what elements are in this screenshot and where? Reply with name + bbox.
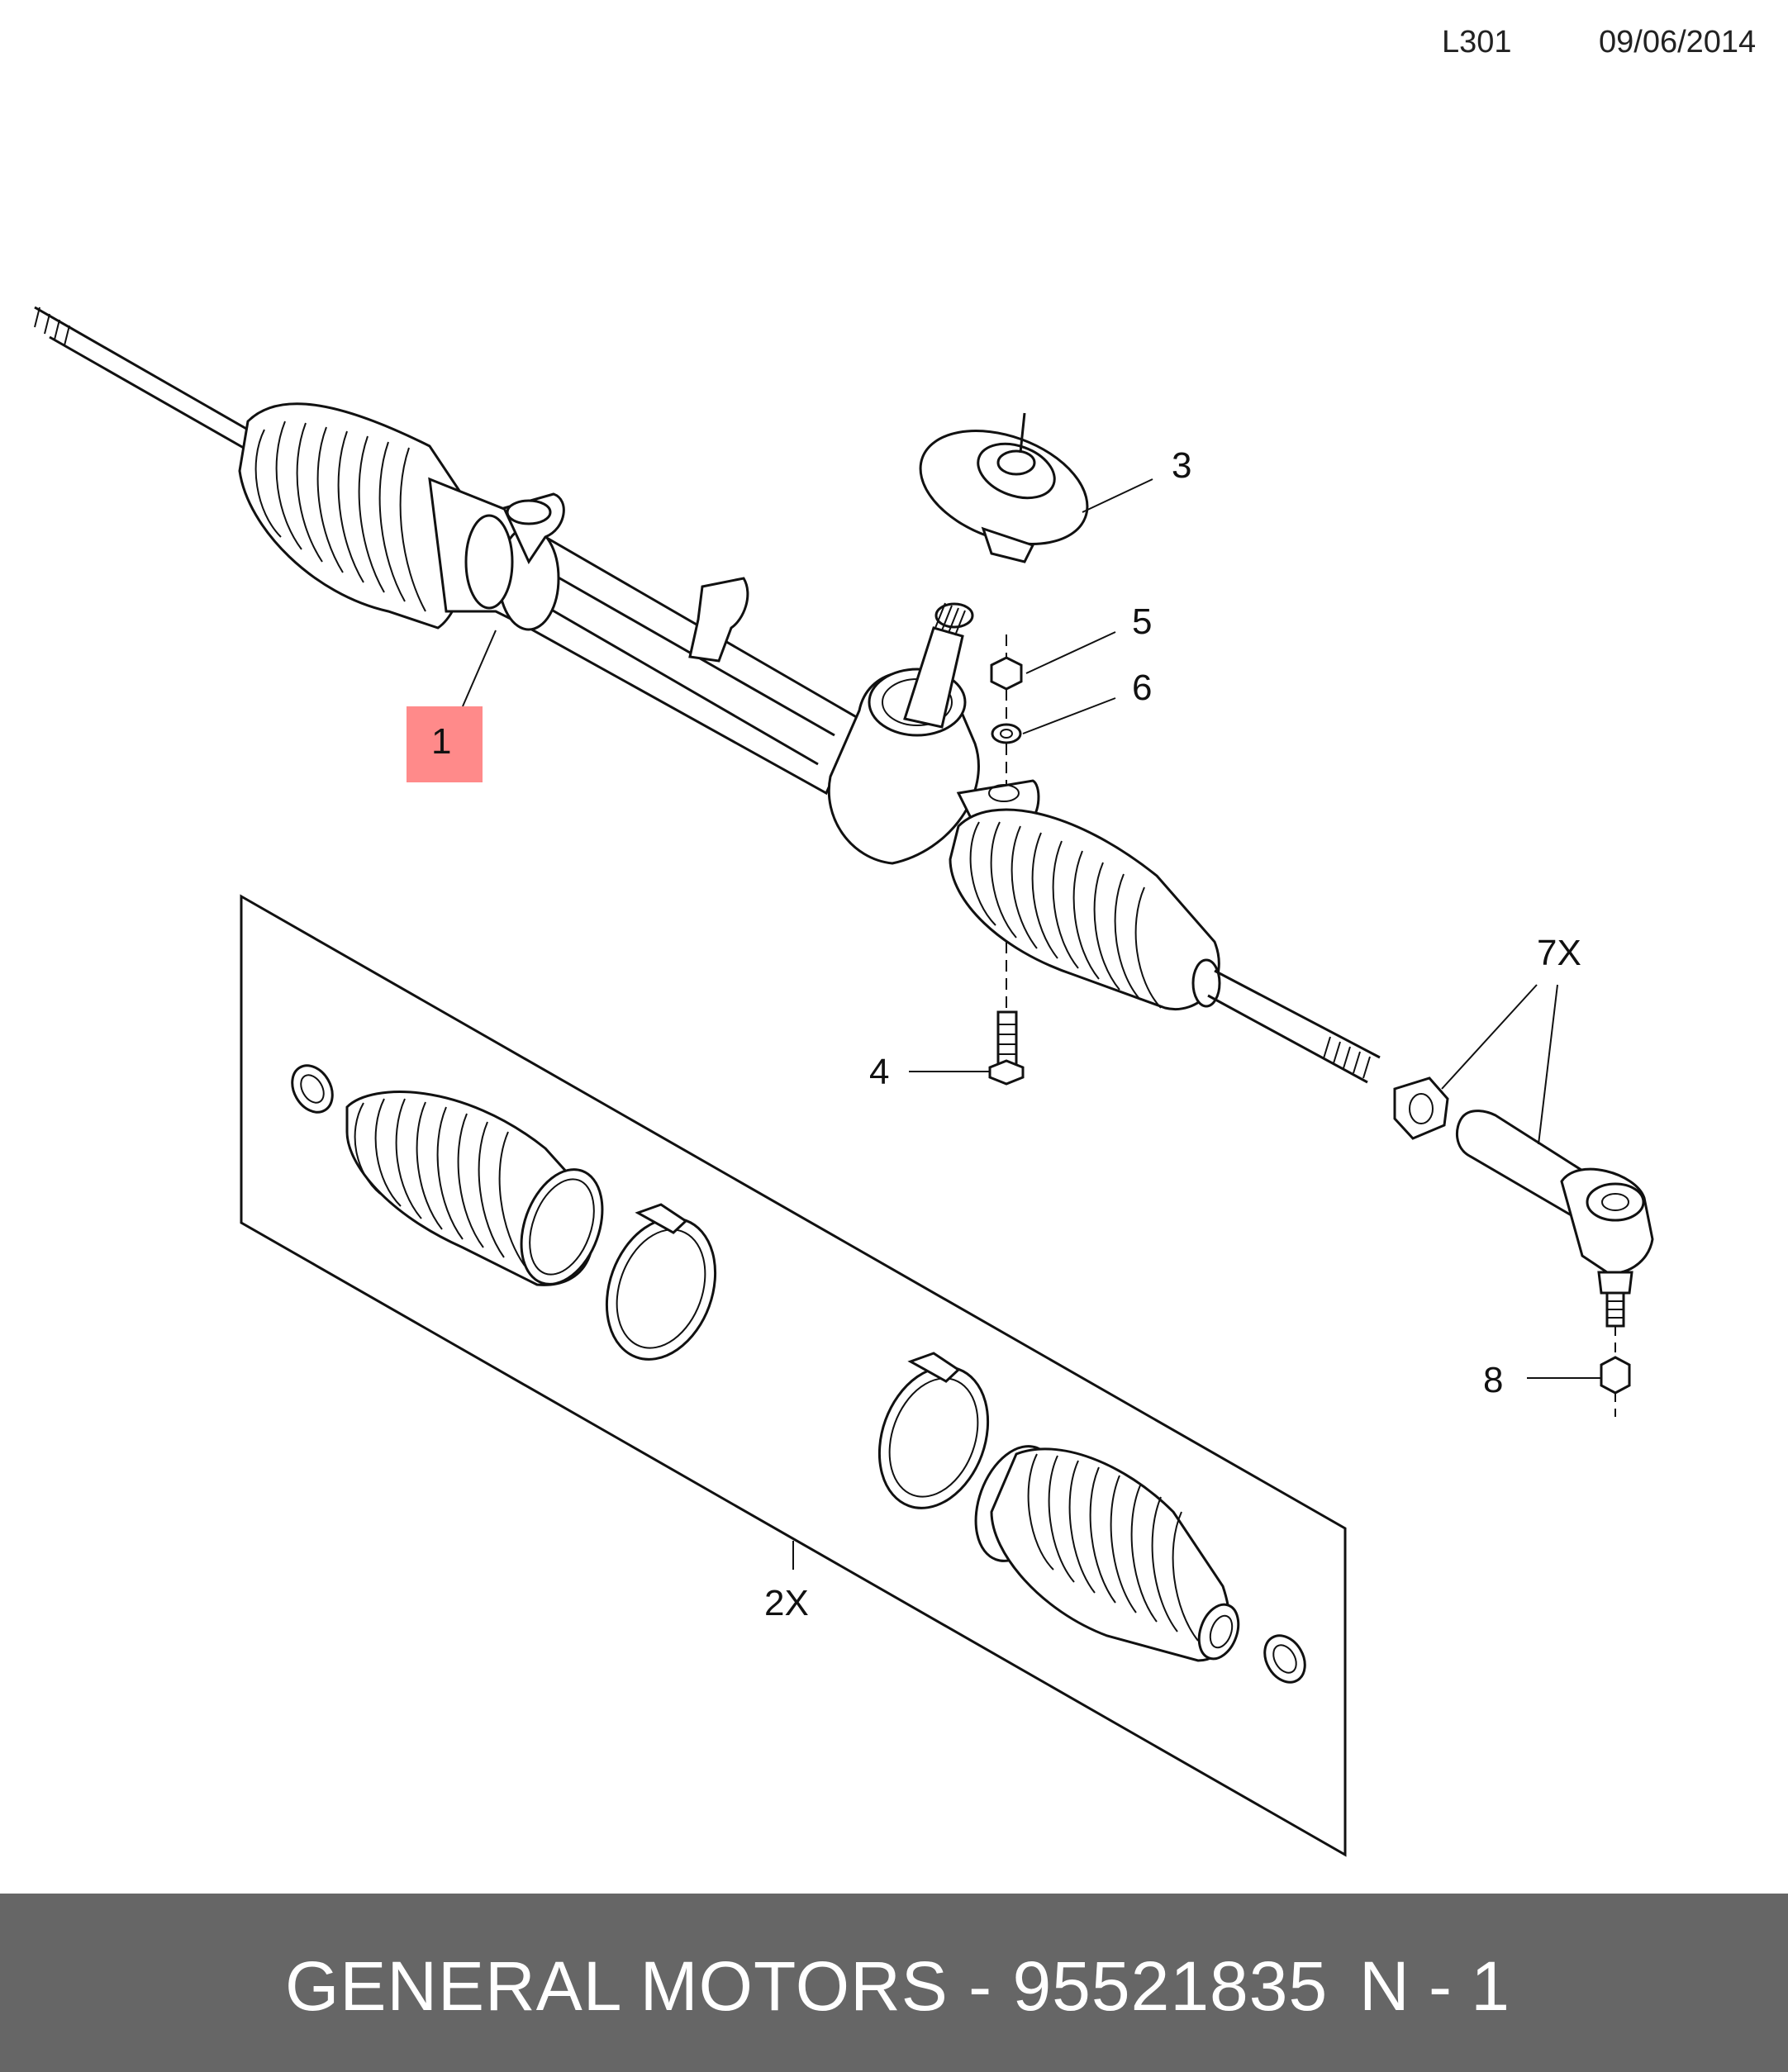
nut-and-washer <box>990 634 1023 785</box>
callout-3: 3 <box>1172 445 1191 486</box>
diagram-code: L301 <box>1442 25 1512 59</box>
brand-part-number: GENERAL MOTORS - 95521835 <box>285 1947 1329 2025</box>
pinion-seal <box>919 412 1089 563</box>
left-tie-rod <box>34 306 249 452</box>
callout-6: 6 <box>1132 668 1152 708</box>
callout-5: 5 <box>1132 601 1152 642</box>
callout-4: 4 <box>869 1052 889 1092</box>
exploded-parts-drawing: 1 2X 3 4 5 6 7X 8 <box>34 306 1654 1857</box>
footer-bar: GENERAL MOTORS - 95521835 N - 1 <box>0 1894 1788 2072</box>
callout-2x: 2X <box>764 1583 809 1623</box>
rack-housing <box>428 477 1040 865</box>
callout-8: 8 <box>1483 1360 1503 1400</box>
callout-1: 1 <box>431 721 451 762</box>
right-rack-bellows <box>949 808 1221 1010</box>
leader-lines <box>462 478 1601 1570</box>
mounting-bolt <box>988 942 1025 1086</box>
diagram-date: 09/06/2014 <box>1599 25 1757 59</box>
callout-7x: 7X <box>1537 933 1581 973</box>
highlight-box-item-1 <box>407 706 483 782</box>
position-number: N - 1 <box>1359 1947 1510 2025</box>
right-tie-rod <box>1207 969 1381 1084</box>
outer-tie-rod-end <box>1393 1076 1654 1328</box>
tie-rod-nut <box>1600 1326 1631 1417</box>
bellows-kit-panel <box>240 894 1347 1857</box>
